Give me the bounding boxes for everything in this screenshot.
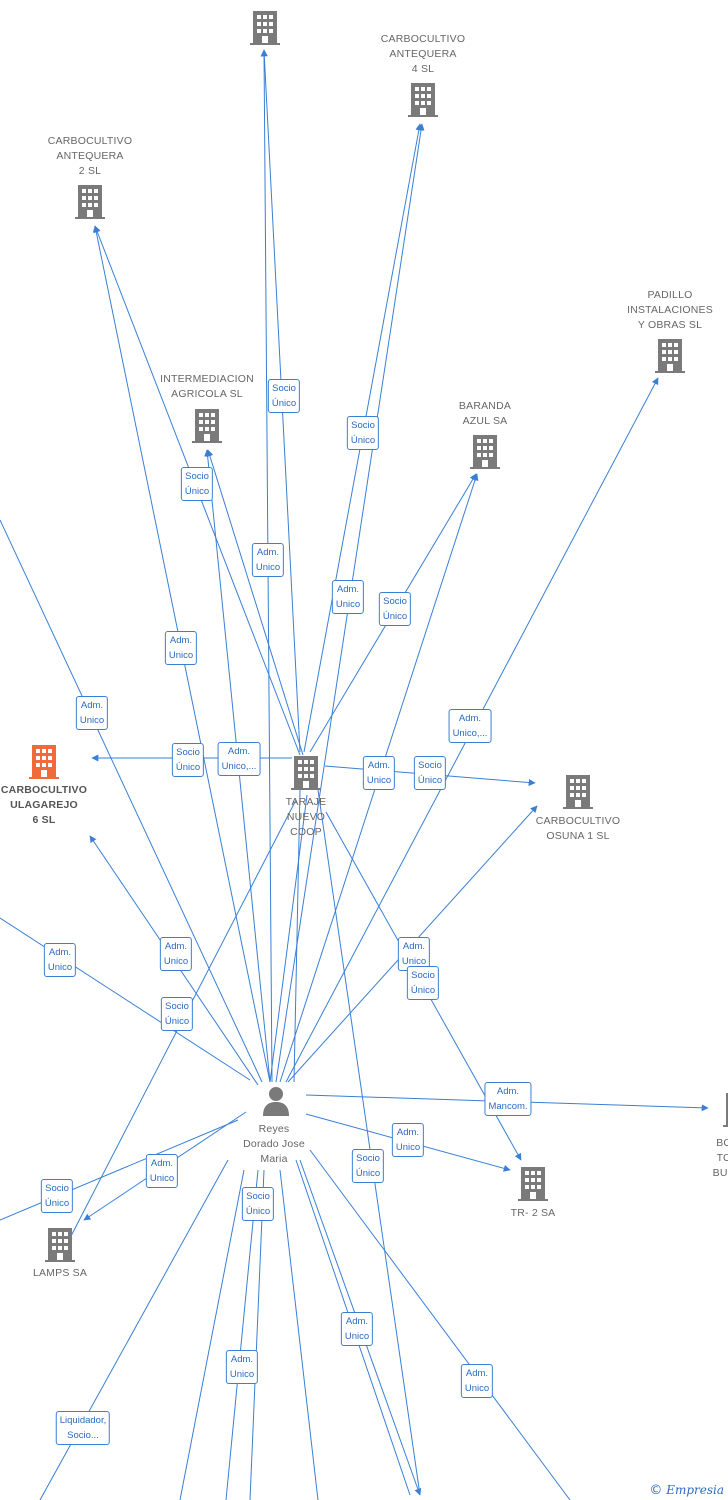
- edge-line: [179, 1169, 245, 1500]
- node-label-co1[interactable]: CARBOCULTIVO OSUNA 1 SL: [535, 815, 621, 842]
- edge-label[interactable]: Socio Único: [346, 416, 380, 450]
- edge-line: [309, 1149, 571, 1500]
- edge-line: [0, 519, 263, 1083]
- edge-label[interactable]: Adm. Unico: [75, 696, 109, 730]
- edge-line: [225, 1169, 259, 1500]
- building-icon[interactable]: [408, 83, 438, 117]
- building-icon[interactable]: [192, 409, 222, 443]
- edge-line: [269, 794, 308, 1083]
- edge-label[interactable]: Adm. Unico: [159, 937, 193, 971]
- node-label-lamps[interactable]: LAMPS SA: [32, 1267, 88, 1279]
- building-icon[interactable]: [518, 1167, 548, 1201]
- edge-label[interactable]: Adm. Unico: [225, 1350, 259, 1384]
- building-icon[interactable]: [250, 11, 280, 45]
- person-icon[interactable]: [263, 1087, 289, 1116]
- building-icon[interactable]: [470, 435, 500, 469]
- highlighted-building-icon[interactable]: [29, 745, 59, 779]
- node-label-tar[interactable]: TARAJE NUEVO COOP: [285, 796, 327, 838]
- edge-line: [0, 917, 251, 1081]
- edge-label[interactable]: Adm. Unico: [164, 631, 198, 665]
- edge-label[interactable]: Adm. Unico: [251, 543, 285, 577]
- node-label-cu6[interactable]: CARBOCULTIVO ULAGAREJO 6 SL: [0, 784, 88, 826]
- node-label-ca2[interactable]: CARBOCULTIVO ANTEQUERA 2 SL: [47, 135, 133, 177]
- node-label-int[interactable]: INTERMEDIACION AGRICOLA SL: [160, 373, 254, 400]
- edge-label[interactable]: Socio Único: [267, 379, 301, 413]
- edge-label[interactable]: Adm. Unico: [362, 756, 396, 790]
- edge-label[interactable]: Adm. Unico: [391, 1123, 425, 1157]
- edge-label[interactable]: Adm. Mancom.: [484, 1082, 532, 1116]
- copyright-icon: ©: [649, 1483, 663, 1498]
- edge-line: [249, 1169, 265, 1500]
- edges-layer: [0, 49, 709, 1500]
- edge-label[interactable]: Adm. Unico: [340, 1312, 374, 1346]
- edge-label[interactable]: Socio Único: [241, 1187, 275, 1221]
- edge-line: [293, 789, 301, 1083]
- edge-label[interactable]: Socio Único: [351, 1149, 385, 1183]
- edge-label[interactable]: Liquidador, Socio...: [55, 1411, 111, 1445]
- edge-label[interactable]: Adm. Unico: [43, 943, 77, 977]
- building-icon[interactable]: [291, 756, 321, 790]
- edge-line: [279, 1169, 319, 1500]
- edge-label[interactable]: Adm. Unico,...: [217, 742, 261, 776]
- edge-line: [206, 449, 304, 756]
- edge-line: [0, 1119, 239, 1221]
- edge-label[interactable]: Socio Único: [180, 467, 214, 501]
- node-label-bot[interactable]: BO TO BUR: [712, 1137, 728, 1179]
- node-label-tr2[interactable]: TR- 2 SA: [510, 1207, 556, 1219]
- node-label-ca4[interactable]: CARBOCULTIVO ANTEQUERA 4 SL: [380, 33, 466, 75]
- building-icon[interactable]: [75, 185, 105, 219]
- edge-label[interactable]: Socio Único: [160, 997, 194, 1031]
- node-label-reyes[interactable]: Reyes Dorado Jose Maria: [243, 1123, 305, 1165]
- building-icon[interactable]: [655, 339, 685, 373]
- edge-label[interactable]: Adm. Unico: [145, 1154, 179, 1188]
- edge-label[interactable]: Socio Único: [171, 743, 205, 777]
- edge-label[interactable]: Socio Único: [378, 592, 412, 626]
- node-label-pad[interactable]: PADILLO INSTALACIONES Y OBRAS SL: [627, 289, 713, 331]
- brand-name: Empresia: [666, 1483, 724, 1497]
- edge-label[interactable]: Socio Único: [413, 756, 447, 790]
- edge-line: [317, 789, 421, 1496]
- edge-label[interactable]: Adm. Unico: [460, 1364, 494, 1398]
- building-icon[interactable]: [723, 1093, 728, 1127]
- edge-label[interactable]: Socio Único: [406, 966, 440, 1000]
- brand-watermark: © Empresia: [649, 1483, 724, 1498]
- edge-label[interactable]: Adm. Unico: [331, 580, 365, 614]
- building-icon[interactable]: [45, 1228, 75, 1262]
- edge-label[interactable]: Adm. Unico,...: [448, 709, 492, 743]
- edge-label[interactable]: Socio Único: [40, 1179, 74, 1213]
- building-icon[interactable]: [563, 775, 593, 809]
- node-label-bar[interactable]: BARANDA AZUL SA: [458, 400, 512, 427]
